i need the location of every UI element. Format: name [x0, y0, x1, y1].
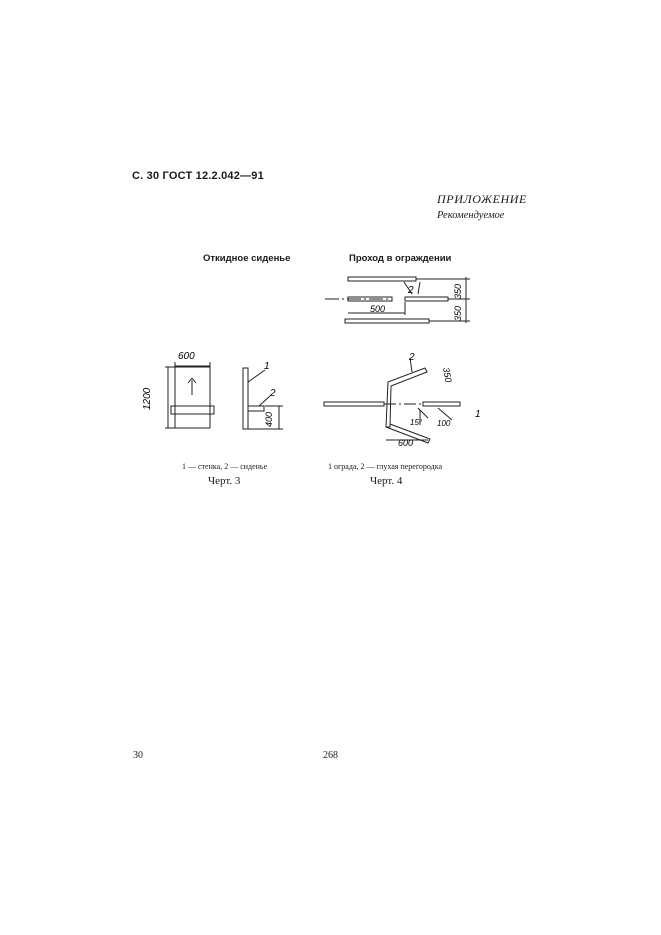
document-header: С. 30 ГОСТ 12.2.042—91 [132, 170, 264, 182]
seat-arrow-head-a [187, 377, 193, 384]
callout-1: 1 [264, 361, 270, 372]
fence-bar-bottom [344, 318, 430, 324]
figure4-title: Проход в ограждении [349, 253, 452, 264]
seat-side [247, 405, 265, 412]
fence-left-bar [323, 401, 385, 407]
page-number-center: 268 [323, 750, 338, 761]
callout2-leader-a [403, 281, 413, 295]
partition-bottom [385, 423, 431, 444]
dim-350-bottom-label: 350 [453, 306, 463, 321]
partition-top [387, 367, 428, 387]
dim-600-label: 600 [398, 438, 413, 448]
dim-600-label: 600 [178, 351, 195, 362]
callout2-leader [409, 357, 413, 373]
figure3-caption: Черт. 3 [208, 475, 241, 487]
callout-2: 2 [269, 388, 276, 399]
seat-arrow-head-b [191, 377, 197, 384]
figure4-legend: 1 ограда, 2 — глухая перегородка [328, 462, 443, 471]
callout1-leader [437, 407, 453, 421]
figure3-legend: 1 — стенка, 2 — сиденье [182, 462, 268, 471]
page-number-left: 30 [133, 750, 143, 761]
figure3-title: Откидное сиденье [203, 253, 291, 264]
callout-2-top: 2 [407, 285, 414, 296]
callout-2-bottom: 2 [408, 352, 415, 363]
dim-500-label: 500 [370, 304, 385, 314]
callout-1: 1 [475, 409, 481, 420]
angle-label: 15° [410, 418, 423, 427]
partition-left [385, 381, 392, 428]
fence-bar-mid-right [404, 296, 449, 302]
offset-leader [417, 407, 429, 419]
fence-bar-top [347, 276, 417, 282]
dim-350-slant-label: 350 [441, 367, 453, 384]
wall-side [242, 367, 249, 430]
callout2-leader [258, 395, 271, 407]
figure4-caption: Черт. 4 [370, 475, 403, 487]
dim-100-label: 100 [437, 419, 451, 428]
callout2-leader-b [417, 281, 421, 295]
appendix-title: ПРИЛОЖЕНИЕ [437, 192, 527, 206]
dim-350-top-label: 350 [453, 284, 463, 299]
dim-1200-label: 1200 [142, 387, 153, 410]
fence-bar-mid-left [347, 296, 393, 302]
callout1-leader [247, 369, 266, 383]
dim-400-label: 400 [264, 412, 274, 427]
fence-right-bar [422, 401, 461, 407]
appendix-status: Рекомендуемое [437, 210, 505, 221]
seat-front-board [170, 405, 215, 415]
